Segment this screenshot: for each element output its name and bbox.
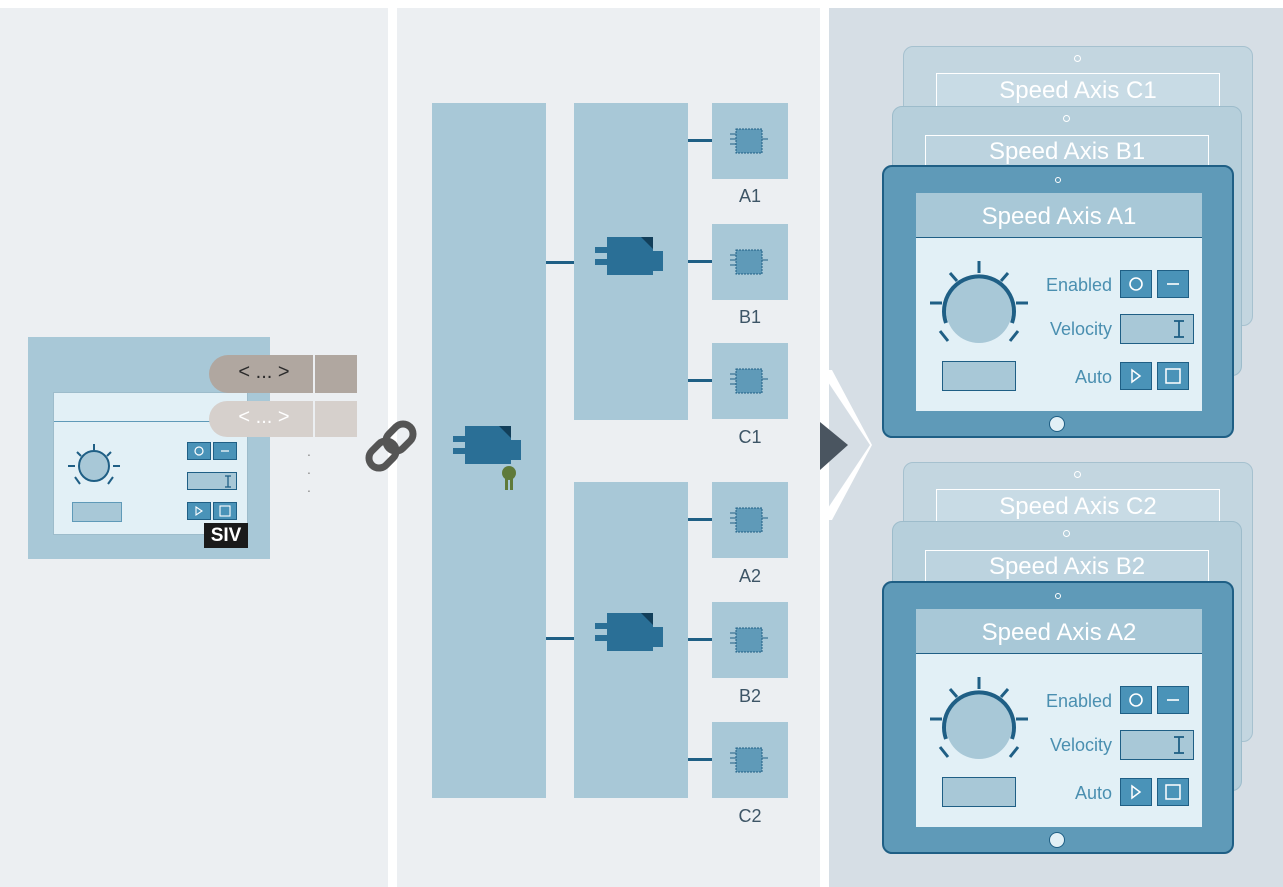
pill-secondary-label: < ... > [238,406,290,428]
module-label: B1 [738,307,762,327]
function-block-icon [595,237,663,275]
enable-off-button[interactable] [1157,686,1189,714]
module-a2 [712,482,788,558]
play-button[interactable] [1120,778,1152,806]
knob-icon [930,261,1028,343]
module-chip-icon [730,747,768,773]
tablet-front-a1: Speed Axis A1 Enabled Velocity Auto [882,165,1234,438]
cursor-icon [1174,736,1184,754]
module-label: B2 [738,686,762,706]
faceplate-screen: Speed Axis A2 Enabled Velocity Auto [916,609,1202,827]
module-b2 [712,602,788,678]
siv-badge: SIV [204,523,248,548]
output-field [942,777,1016,807]
circle-icon [194,446,204,456]
connector [688,518,712,521]
velocity-label: Velocity [1049,319,1112,339]
module-c2 [712,722,788,798]
faceplate-title: Speed Axis C2 [999,493,1157,520]
chain-link-icon [365,420,417,472]
module-chip-icon [730,368,768,394]
faceplate-title: Speed Axis B1 [988,138,1146,165]
circle-icon [1129,277,1143,291]
enable-on-button[interactable] [1120,270,1152,298]
connector [688,260,712,263]
connector [546,637,574,640]
stop-icon [1165,784,1181,800]
faceplate-screen: Speed Axis A1 Enabled Velocity Auto [916,193,1202,411]
stop-icon [219,505,231,517]
ellipsis-dot: . [307,443,311,459]
tablet-front-a2: Speed Axis A2 Enabled Velocity Auto [882,581,1234,854]
stop-button[interactable] [1157,778,1189,806]
siv-screen-header [54,393,247,422]
module-a1 [712,103,788,179]
module-label: C1 [738,427,762,447]
cursor-icon [225,475,231,488]
connector [546,261,574,264]
function-block-icon [595,613,663,651]
connector [688,638,712,641]
connector [688,758,712,761]
module-c1 [712,343,788,419]
knob-icon [68,444,120,485]
module-chip-icon [730,507,768,533]
faceplate-title: Speed Axis C1 [999,77,1157,104]
module-chip-icon [730,249,768,275]
stop-icon [1165,368,1181,384]
module-label: C2 [738,806,762,826]
dash-icon [1167,699,1179,701]
siv-dash-button[interactable] [213,442,237,460]
dash-icon [1167,283,1179,285]
auto-label: Auto [1074,783,1112,803]
module-chip-icon [730,627,768,653]
enabled-label: Enabled [1045,275,1112,295]
faceplate-title: Speed Axis A2 [981,619,1137,646]
enabled-label: Enabled [1045,691,1112,711]
pill-primary: < ... > [209,355,357,393]
output-field [942,361,1016,391]
enable-on-button[interactable] [1120,686,1152,714]
siv-input-field[interactable] [187,472,237,490]
dash-icon [221,450,229,452]
connector [688,379,712,382]
module-label: A1 [738,186,762,206]
siv-stop-button[interactable] [213,502,237,520]
velocity-input[interactable] [1120,730,1194,760]
home-button[interactable] [1049,416,1065,432]
knob-icon [930,677,1028,759]
velocity-label: Velocity [1049,735,1112,755]
ellipsis-dot: . [307,479,311,495]
ellipsis-dot: . [307,461,311,477]
home-button[interactable] [1049,832,1065,848]
module-label: A2 [738,566,762,586]
module-b1 [712,224,788,300]
faceplate-title: Speed Axis B2 [988,553,1146,580]
play-icon [195,505,203,517]
function-block-icon [453,426,521,490]
arrow-right-icon [820,370,872,520]
cursor-icon [1174,320,1184,338]
circle-icon [1129,693,1143,707]
module-chip-icon [730,128,768,154]
play-button[interactable] [1120,362,1152,390]
play-icon [1131,784,1142,800]
auto-label: Auto [1074,367,1112,387]
pill-primary-label: < ... > [238,361,290,383]
enable-off-button[interactable] [1157,270,1189,298]
siv-play-button[interactable] [187,502,211,520]
stop-button[interactable] [1157,362,1189,390]
connector [688,139,712,142]
faceplate-title: Speed Axis A1 [981,203,1137,230]
velocity-input[interactable] [1120,314,1194,344]
pill-secondary: < ... > [209,401,357,437]
siv-output-field [72,502,122,522]
play-icon [1131,368,1142,384]
siv-circle-button[interactable] [187,442,211,460]
